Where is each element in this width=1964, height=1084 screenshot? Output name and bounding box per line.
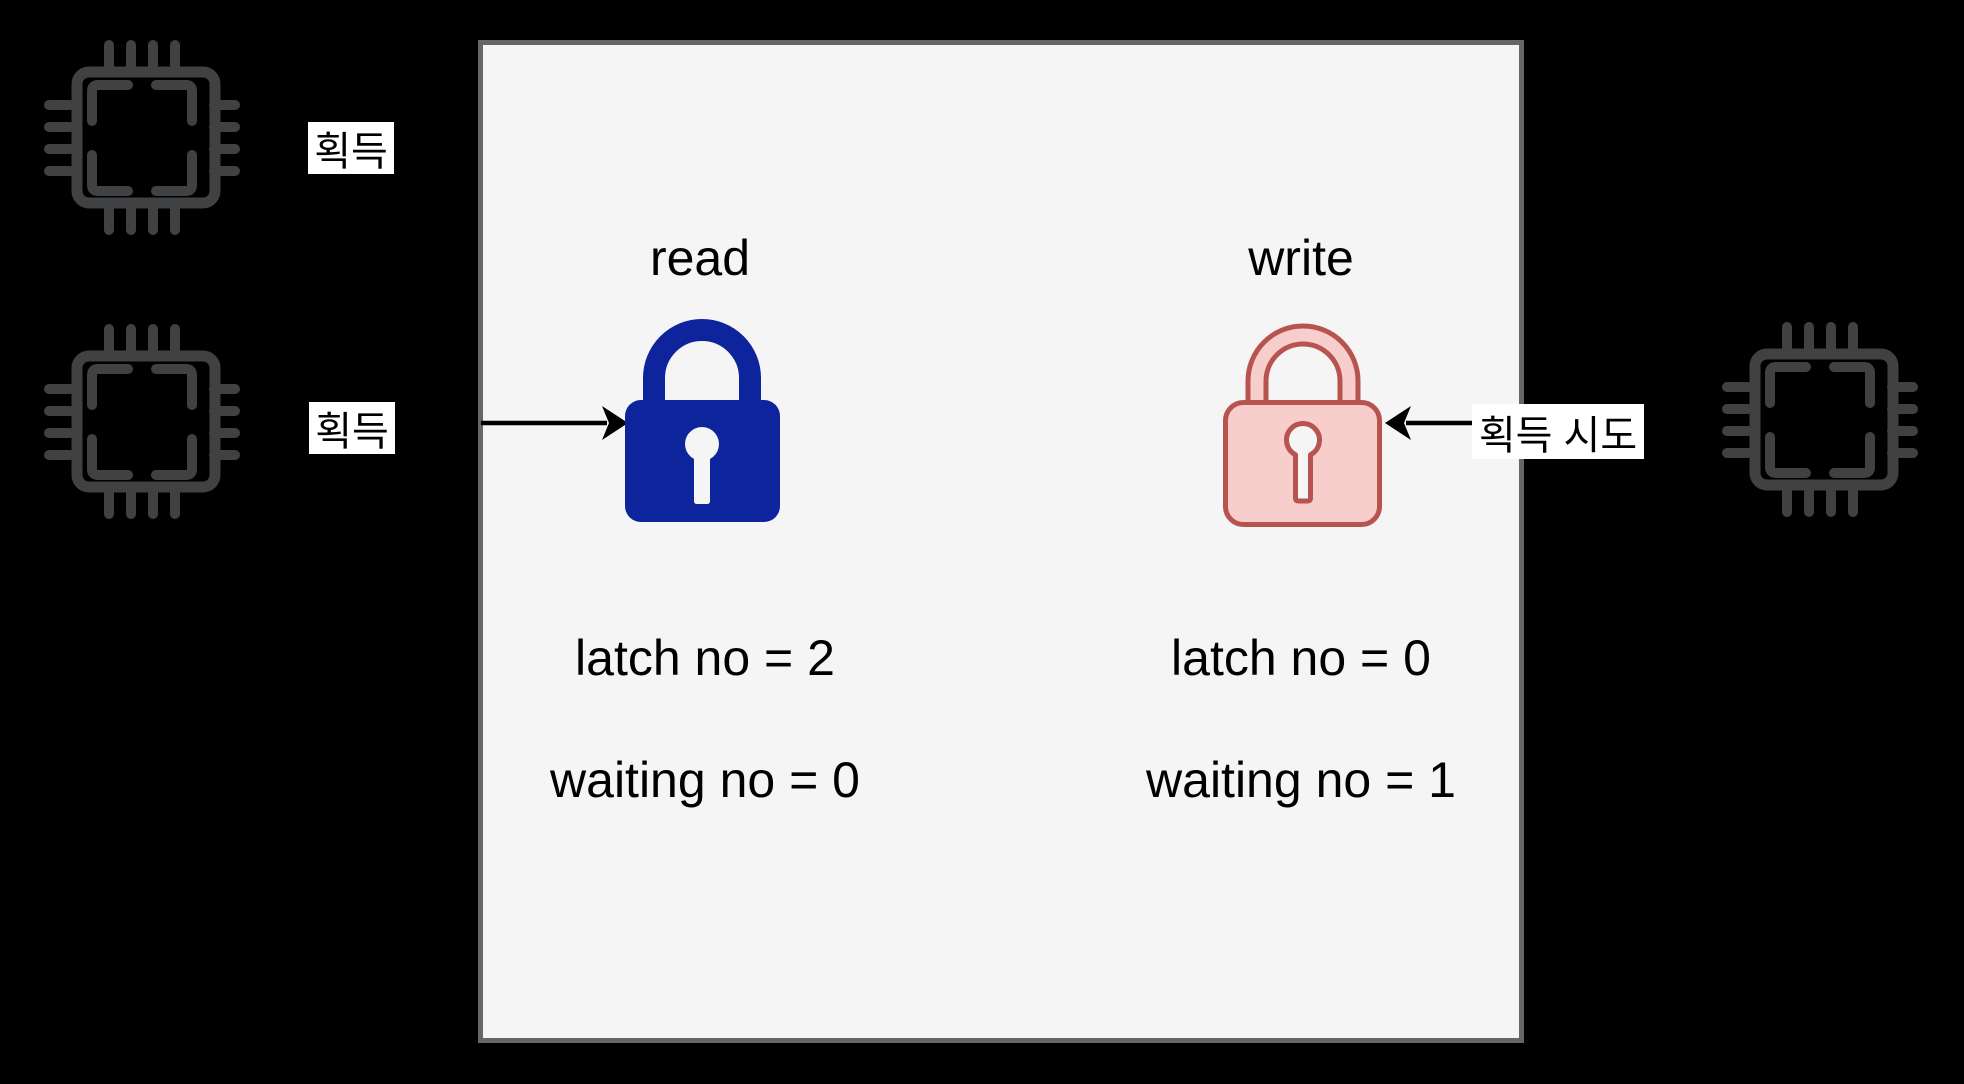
read-title: read: [649, 230, 751, 286]
read-latch-count: latch no = 2: [575, 630, 835, 686]
read-waiting-count: waiting no = 0: [550, 752, 860, 808]
write-lock-keyhole: [1284, 421, 1322, 504]
acquire-attempt-arrow: [1385, 406, 1477, 440]
write-latch-count: latch no = 0: [1171, 630, 1431, 686]
write-waiting-count: waiting no = 1: [1146, 752, 1456, 808]
cpu-chip-icon-right: [1722, 322, 1918, 517]
acquire-label-middle: 획득: [309, 402, 395, 454]
read-lock-icon: [625, 319, 780, 522]
acquire-arrow: [481, 406, 628, 440]
write-title: write: [1248, 230, 1354, 286]
read-lock-keyhole: [685, 427, 719, 504]
write-lock-icon: [1223, 323, 1382, 527]
latch-state-box: [478, 40, 1524, 1043]
cpu-chip-icon-top-left: [44, 40, 240, 235]
acquire-attempt-label: 획득 시도: [1472, 404, 1644, 459]
acquire-label-top: 획득: [308, 122, 394, 174]
cpu-chip-icon-middle-left: [44, 324, 240, 519]
